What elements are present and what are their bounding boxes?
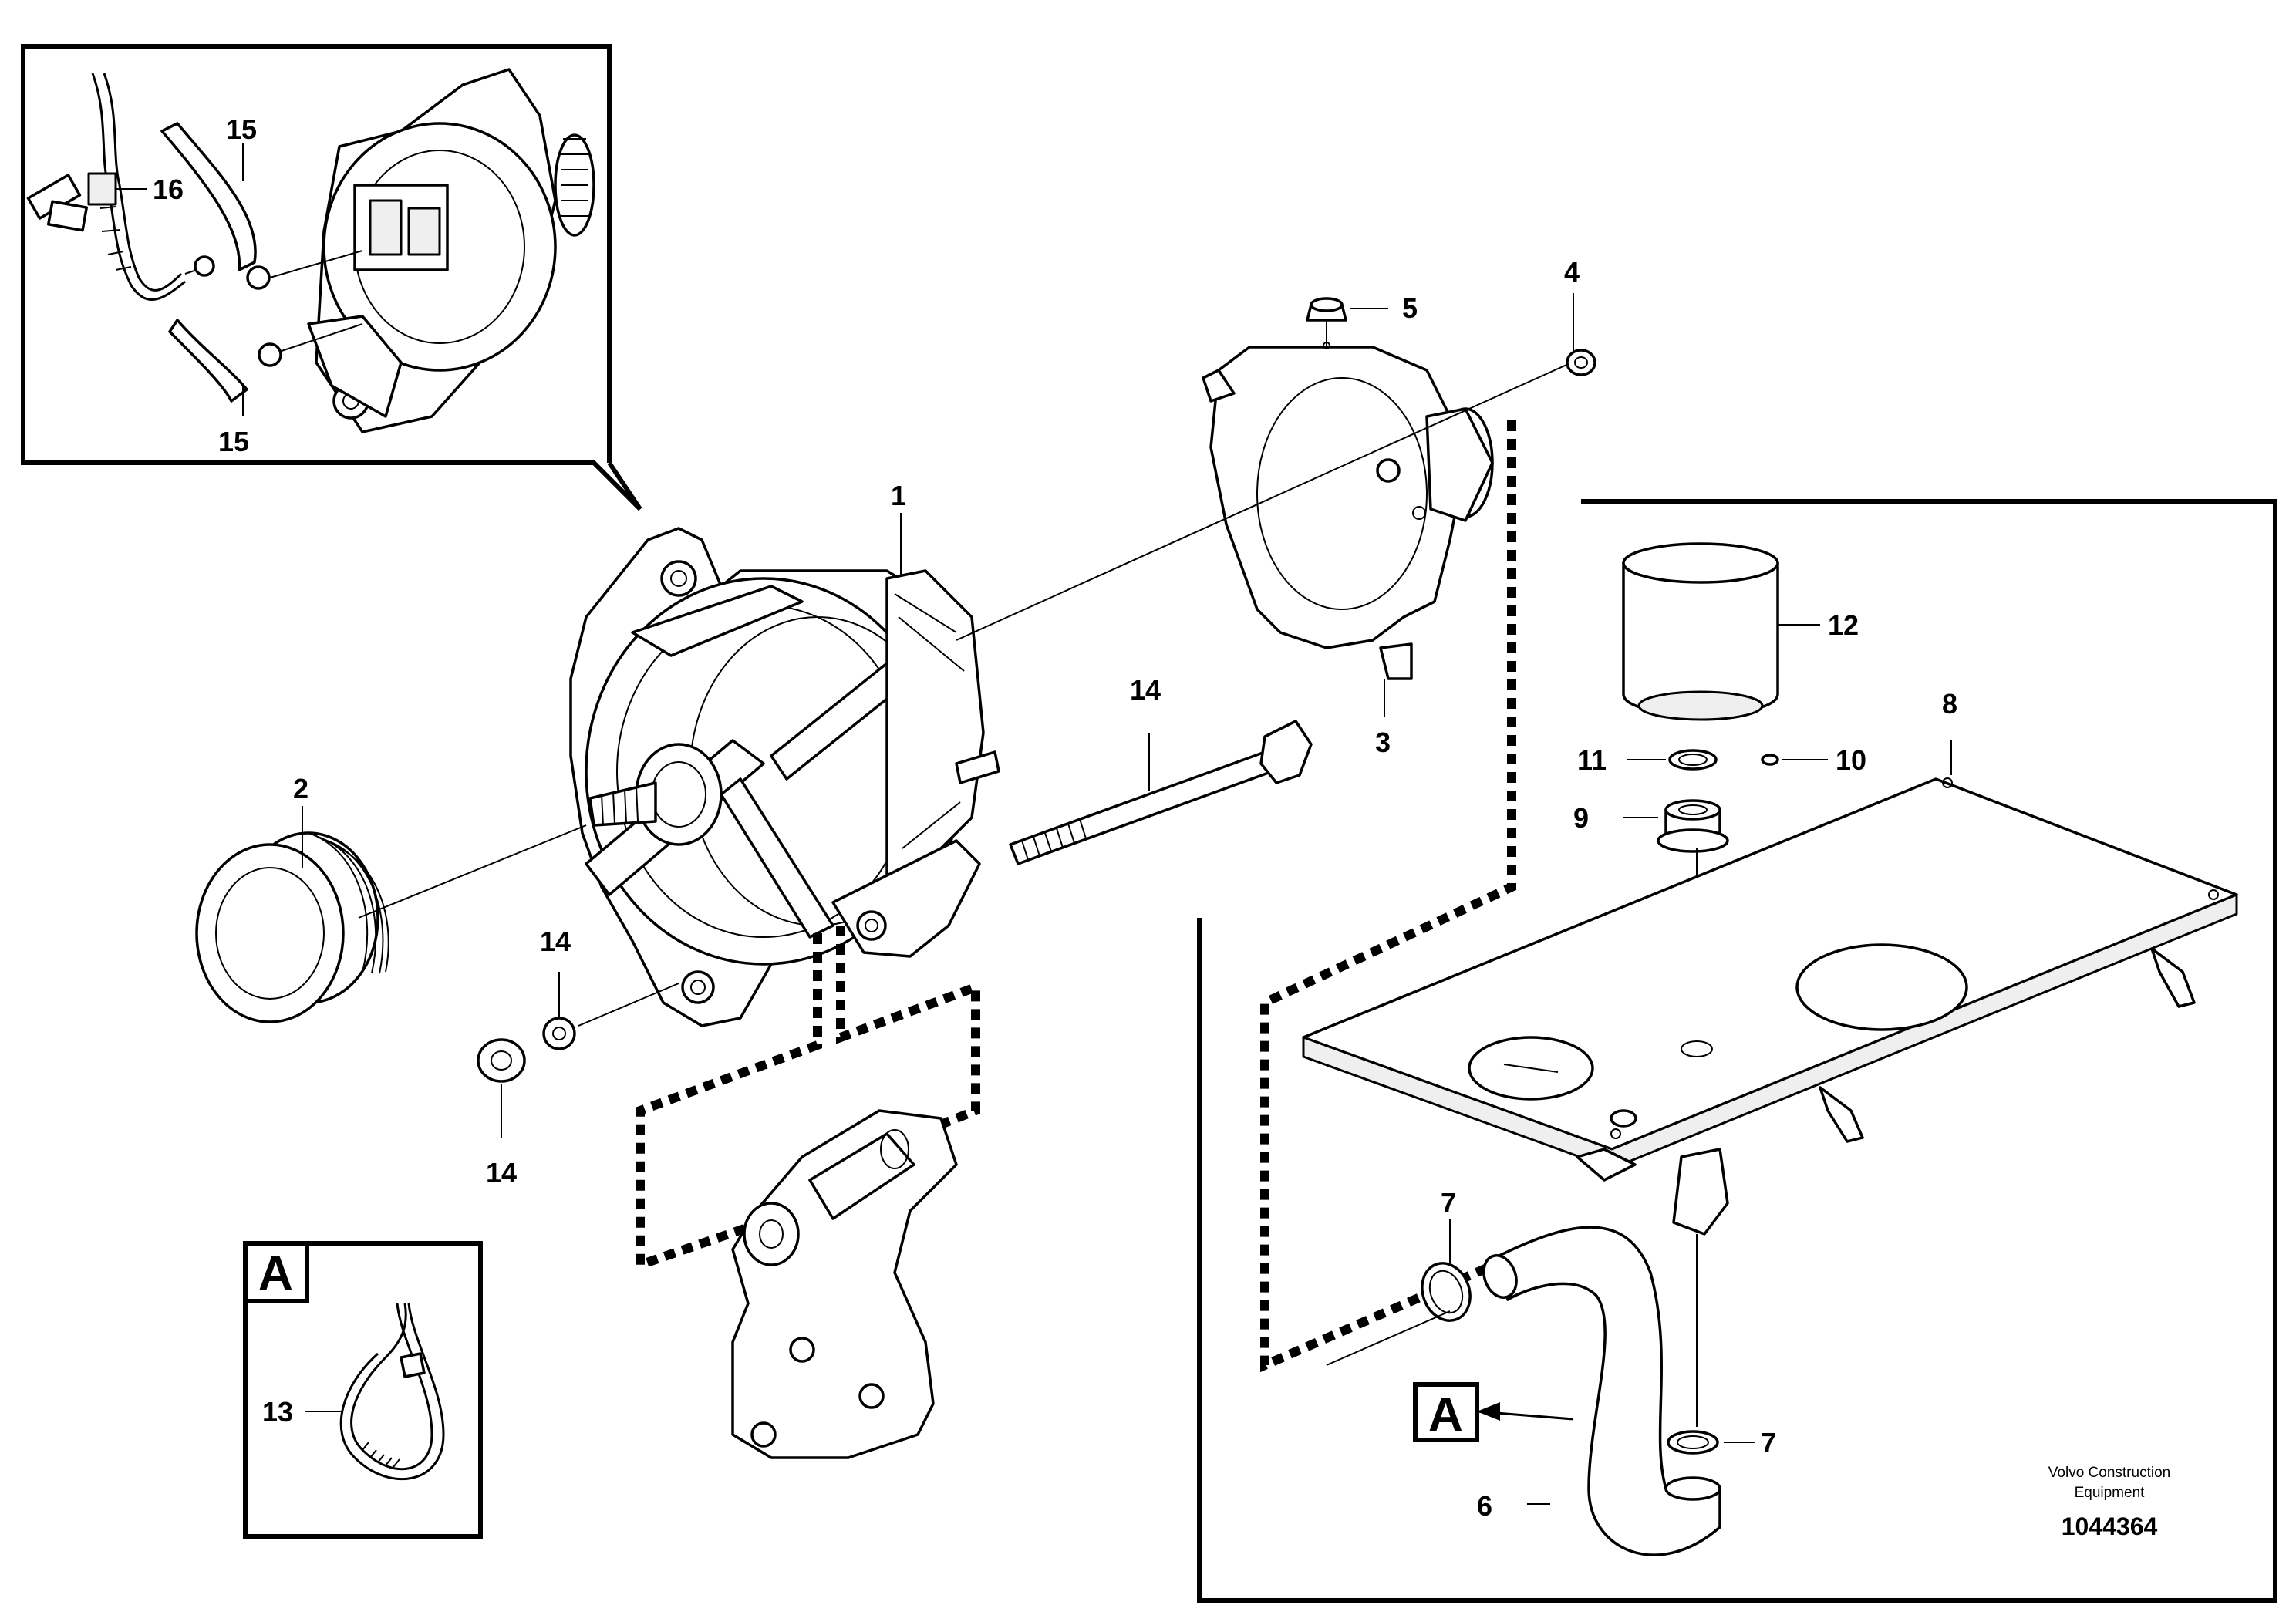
right-frame: [1197, 499, 2277, 1603]
bolt: [1009, 720, 1313, 865]
callout-14-washer: 14: [540, 926, 571, 957]
callout-7-lower: 7: [1761, 1427, 1776, 1458]
callout-6: 6: [1477, 1490, 1492, 1522]
callout-10: 10: [1836, 744, 1866, 776]
callout-16: 16: [153, 174, 184, 205]
credit-block: Volvo Construction Equipment 1044364: [2048, 1465, 2170, 1540]
callout-12: 12: [1828, 609, 1859, 641]
detail-box-letter: A: [258, 1247, 293, 1300]
callout-13: 13: [262, 1396, 293, 1428]
callout-8: 8: [1942, 688, 1957, 720]
credit-line-1: Volvo Construction: [2048, 1465, 2170, 1481]
callout-5: 5: [1402, 292, 1418, 324]
nut-top: [1566, 349, 1596, 376]
callout-14-nut: 14: [486, 1157, 517, 1189]
pulley: [195, 824, 587, 1023]
callouts: 1 2 3 4 5 6 7 7 8 9 10 11 12 13 14 14 14: [262, 256, 1957, 1522]
cap: [1306, 297, 1347, 349]
callout-15-bottom: 15: [218, 426, 249, 457]
inset-cable-harness: [26, 73, 363, 403]
callout-1: 1: [891, 480, 906, 511]
small-fittings: [1623, 749, 1828, 1049]
inset-frame: [21, 44, 642, 511]
alternator: [569, 527, 1000, 1027]
inset-alternator-rear: [307, 68, 595, 433]
inset-callouts: 15 16 15: [116, 113, 257, 457]
credit-line-2: Equipment: [2075, 1485, 2146, 1501]
hose: [1326, 1148, 1755, 1556]
callout-7-upper: 7: [1441, 1187, 1456, 1219]
mounting-plate: [1302, 740, 2238, 1182]
washer-and-nut: [477, 972, 679, 1138]
callout-15-top: 15: [226, 113, 257, 145]
detail-box-a: A: [243, 1241, 483, 1539]
filter: [1622, 542, 1820, 721]
bracket: [731, 1109, 958, 1459]
reference-number: 1044364: [2062, 1512, 2158, 1540]
detail-marker-a: A: [1413, 1382, 1574, 1442]
callout-3: 3: [1375, 727, 1391, 758]
callout-2: 2: [293, 773, 308, 804]
callout-11: 11: [1577, 744, 1607, 776]
detail-marker-letter: A: [1428, 1388, 1463, 1442]
rear-cover: [956, 346, 1590, 680]
callout-14-bolt: 14: [1130, 674, 1161, 706]
callout-9: 9: [1573, 802, 1589, 834]
callout-4: 4: [1564, 256, 1580, 288]
